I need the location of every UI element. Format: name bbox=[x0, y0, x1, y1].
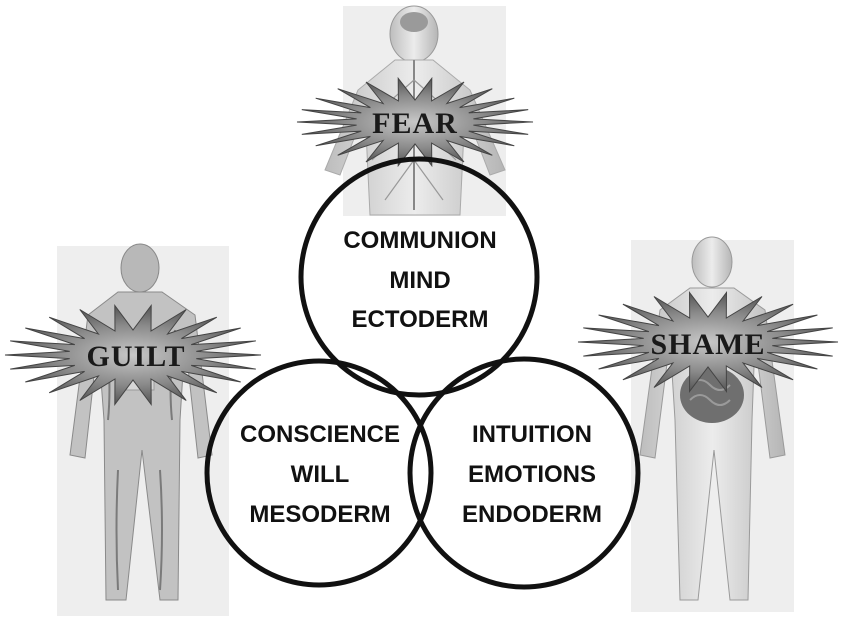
right-figure-head bbox=[692, 237, 732, 287]
top-figure-brain bbox=[400, 12, 428, 32]
left-circle-labels: CONSCIENCE WILL MESODERM bbox=[240, 421, 400, 528]
top-circle-line-1: COMMUNION bbox=[343, 227, 496, 254]
right-circle-labels: INTUITION EMOTIONS ENDODERM bbox=[462, 421, 602, 528]
left-circle-line-1: CONSCIENCE bbox=[240, 421, 400, 448]
guilt-label: GUILT bbox=[87, 340, 186, 373]
fear-label: FEAR bbox=[372, 107, 458, 140]
left-circle-line-3: MESODERM bbox=[249, 501, 390, 528]
right-circle-line-3: ENDODERM bbox=[462, 501, 602, 528]
top-circle-line-2: MIND bbox=[389, 267, 450, 294]
right-circle-line-1: INTUITION bbox=[472, 421, 592, 448]
right-circle-line-2: EMOTIONS bbox=[468, 461, 596, 488]
left-anatomy-figure bbox=[57, 244, 229, 616]
left-figure-head bbox=[121, 244, 159, 292]
top-circle-line-3: ECTODERM bbox=[352, 306, 489, 333]
left-circle-line-2: WILL bbox=[291, 461, 350, 488]
top-circle-labels: COMMUNION MIND ECTODERM bbox=[343, 227, 496, 333]
right-anatomy-figure bbox=[631, 237, 794, 612]
shame-label: SHAME bbox=[650, 328, 765, 361]
